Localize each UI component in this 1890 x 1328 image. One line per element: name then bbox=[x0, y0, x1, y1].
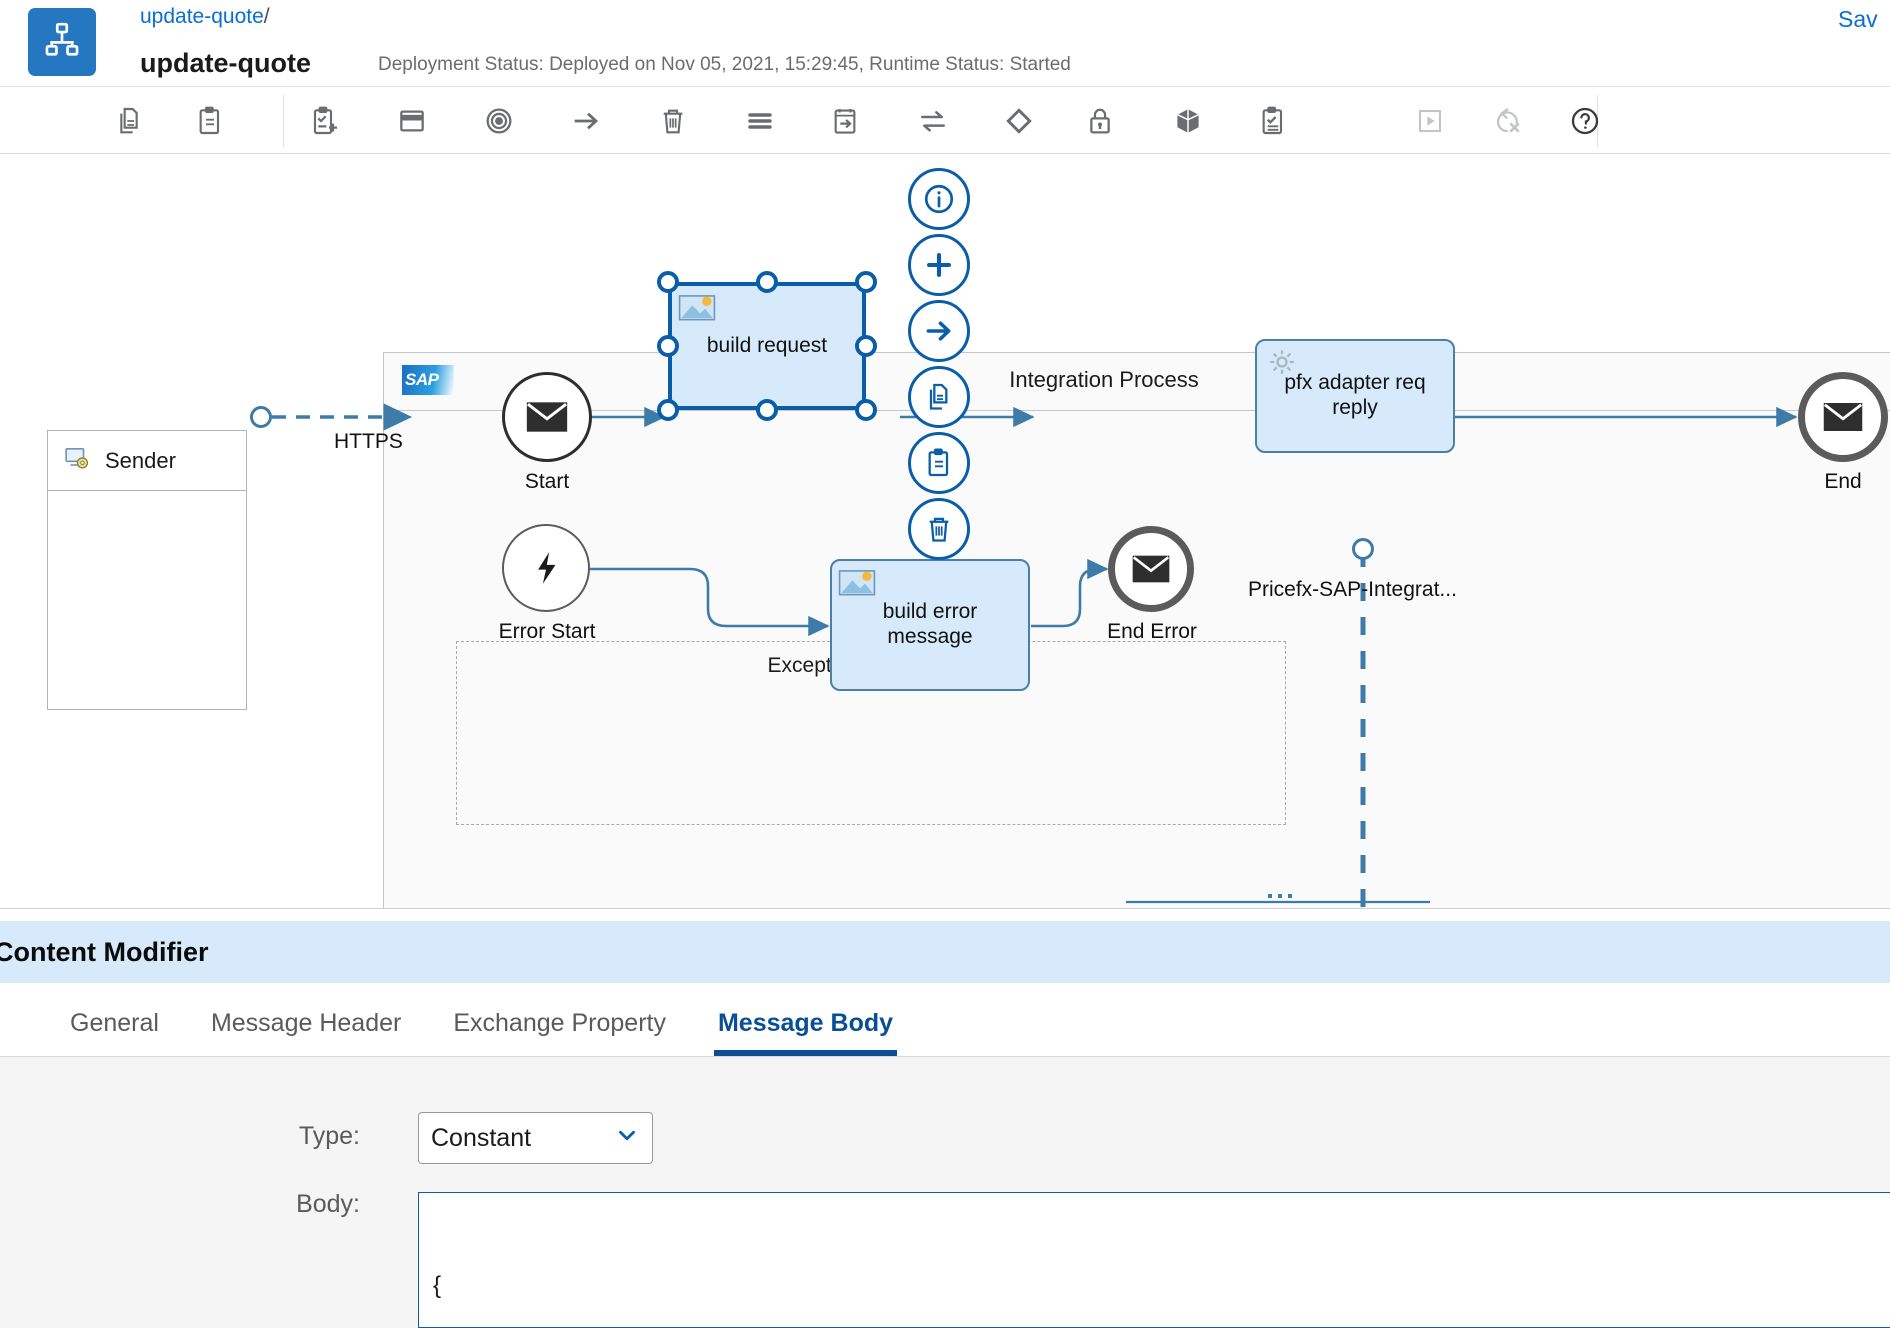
add-task-icon[interactable] bbox=[300, 97, 350, 145]
target-icon[interactable] bbox=[474, 97, 524, 145]
start-event[interactable] bbox=[502, 372, 592, 462]
trash-icon[interactable] bbox=[908, 498, 970, 560]
resize-handle-se[interactable] bbox=[855, 399, 877, 421]
chevron-down-icon bbox=[614, 1122, 640, 1155]
lock-icon[interactable] bbox=[1075, 97, 1125, 145]
paste-icon[interactable] bbox=[908, 432, 970, 494]
breadcrumb-separator: / bbox=[263, 5, 270, 28]
paste-icon[interactable] bbox=[185, 97, 235, 145]
resize-handle-e[interactable] bbox=[855, 335, 877, 357]
sender-connection-point[interactable] bbox=[250, 406, 272, 428]
resize-handle-ne[interactable] bbox=[855, 271, 877, 293]
properties-tabs: General Message Header Exchange Property… bbox=[0, 983, 1890, 1057]
pool-header: SAP Integration Process bbox=[384, 353, 1890, 411]
tab-exchange-property[interactable]: Exchange Property bbox=[453, 1009, 666, 1056]
pfx-adapter-task[interactable]: pfx adapter req reply bbox=[1255, 339, 1455, 453]
pool-icon[interactable] bbox=[387, 97, 437, 145]
message-start-event-icon bbox=[526, 402, 568, 432]
plus-icon[interactable] bbox=[908, 234, 970, 296]
reset-icon[interactable] bbox=[1483, 97, 1533, 145]
end-event-label: End bbox=[1824, 470, 1862, 493]
end-event[interactable] bbox=[1798, 372, 1888, 462]
play-icon[interactable] bbox=[1405, 97, 1455, 145]
breadcrumb[interactable]: update-quote/ bbox=[140, 5, 270, 29]
save-button[interactable]: Sav bbox=[1838, 6, 1878, 32]
sap-logo-icon: SAP bbox=[402, 365, 454, 395]
build-error-message-label: build error message bbox=[882, 600, 978, 648]
sender-system-icon bbox=[63, 445, 91, 476]
deployment-status-text: Deployment Status: Deployed on Nov 05, 2… bbox=[378, 54, 1071, 75]
message-end-event-icon bbox=[1823, 403, 1863, 431]
resize-handle-n[interactable] bbox=[756, 271, 778, 293]
body-textarea[interactable]: { "uniqueName" : "P-24049", "additionalI… bbox=[418, 1192, 1890, 1328]
build-error-message-task[interactable]: build error message bbox=[830, 559, 1030, 691]
error-start-event[interactable] bbox=[502, 524, 590, 612]
message-end-event-icon bbox=[1132, 555, 1170, 583]
end-error-label: End Error bbox=[1107, 620, 1197, 643]
type-select-value: Constant bbox=[431, 1123, 532, 1152]
body-line-1: { bbox=[433, 1272, 442, 1300]
https-label: HTTPS bbox=[334, 430, 403, 453]
tab-message-body[interactable]: Message Body bbox=[713, 1009, 898, 1056]
sender-participant[interactable]: Sender bbox=[47, 430, 247, 710]
diamond-icon[interactable] bbox=[994, 97, 1044, 145]
resize-handle-sw[interactable] bbox=[657, 399, 679, 421]
resize-handle-w[interactable] bbox=[657, 335, 679, 357]
page-title: update-quote bbox=[140, 48, 311, 78]
body-label: Body: bbox=[296, 1190, 360, 1218]
toolbar-divider bbox=[283, 95, 284, 147]
arrow-right-icon[interactable] bbox=[908, 300, 970, 362]
info-icon[interactable] bbox=[908, 168, 970, 230]
request-reply-icon bbox=[1263, 346, 1301, 378]
tab-message-header[interactable]: Message Header bbox=[211, 1009, 401, 1056]
receiver-label: Pricefx-SAP-Integrat... bbox=[1248, 578, 1457, 601]
content-modifier-icon bbox=[838, 566, 876, 598]
build-request-label: build request bbox=[706, 333, 828, 357]
copy-icon[interactable] bbox=[908, 366, 970, 428]
editor-toolbar bbox=[0, 86, 1890, 154]
sender-label: Sender bbox=[105, 447, 176, 473]
tab-general[interactable]: General bbox=[70, 1009, 159, 1056]
sender-header: Sender bbox=[48, 431, 246, 491]
build-request-task[interactable]: build request bbox=[668, 282, 866, 410]
integration-process-pool[interactable]: SAP Integration Process Exception Subpro… bbox=[383, 352, 1890, 908]
checklist-icon[interactable] bbox=[1248, 97, 1298, 145]
content-modifier-icon bbox=[678, 291, 716, 323]
copy-icon[interactable] bbox=[105, 97, 155, 145]
org-chart-icon bbox=[43, 21, 81, 64]
pfx-adapter-connection-point[interactable] bbox=[1352, 538, 1374, 560]
pool-title: Integration Process bbox=[1009, 367, 1199, 392]
properties-panel-header: Content Modifier bbox=[0, 921, 1890, 983]
type-label: Type: bbox=[298, 1122, 360, 1150]
pfx-adapter-label: pfx adapter req reply bbox=[1284, 371, 1426, 419]
menu-icon[interactable] bbox=[735, 97, 785, 145]
type-select[interactable]: Constant bbox=[418, 1112, 653, 1164]
app-logo bbox=[28, 8, 96, 76]
arrow-right-icon[interactable] bbox=[561, 97, 611, 145]
send-task-icon[interactable] bbox=[820, 97, 870, 145]
error-start-label: Error Start bbox=[498, 620, 596, 643]
delete-icon[interactable] bbox=[648, 97, 698, 145]
error-start-event-icon bbox=[538, 552, 556, 584]
iflow-canvas[interactable]: Sender SAP Integration Process Exception… bbox=[0, 154, 1890, 908]
start-event-label: Start bbox=[524, 470, 570, 493]
exchange-icon[interactable] bbox=[908, 97, 958, 145]
resize-handle-s[interactable] bbox=[756, 399, 778, 421]
resize-handle-nw[interactable] bbox=[657, 271, 679, 293]
help-icon[interactable] bbox=[1560, 97, 1610, 145]
end-error-event[interactable] bbox=[1108, 526, 1194, 612]
app-header: update-quote/ update-quote Deployment St… bbox=[0, 0, 1890, 86]
breadcrumb-link[interactable]: update-quote bbox=[140, 5, 264, 28]
cube-icon[interactable] bbox=[1163, 97, 1213, 145]
panel-title: Content Modifier bbox=[0, 936, 209, 967]
